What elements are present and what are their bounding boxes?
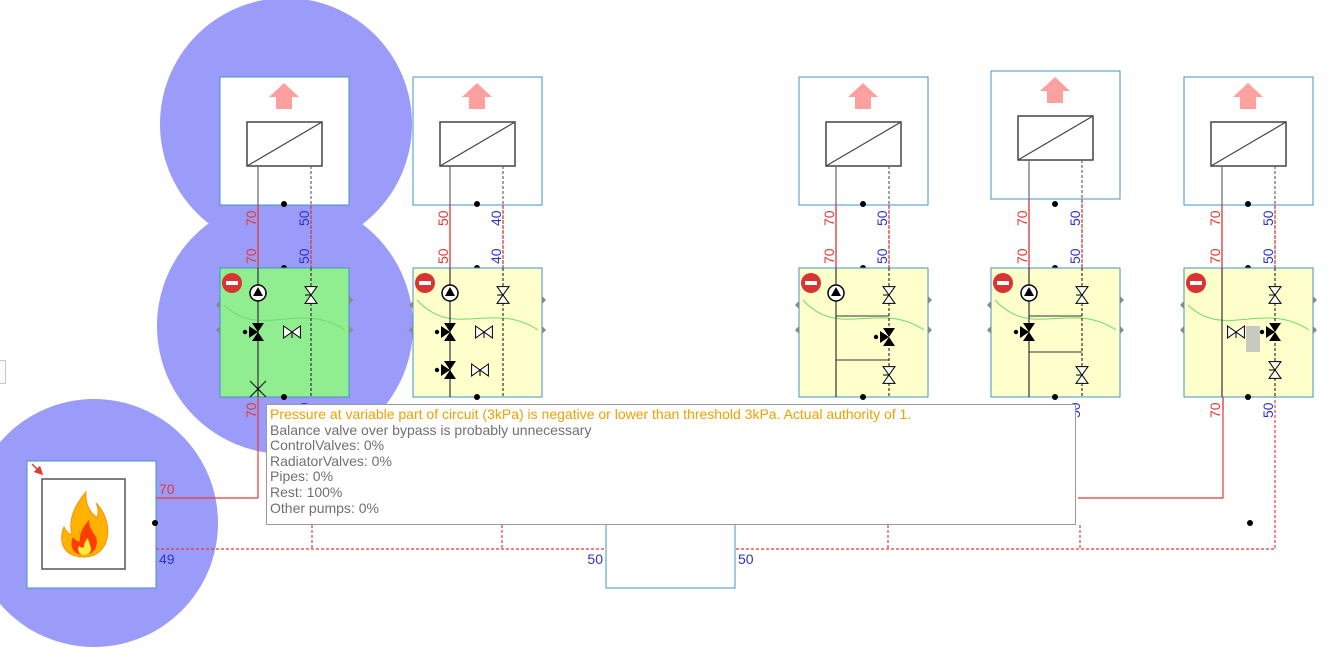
radiator-unit[interactable] [412, 76, 543, 206]
resize-arrow-icon [31, 463, 44, 476]
bottom-box-right-temp: 50 [738, 551, 754, 567]
valve-icon [1268, 361, 1282, 379]
valve-icon [1227, 325, 1245, 339]
return-temp-label: 50 [874, 210, 890, 226]
return-temp-label: 50 [296, 210, 312, 226]
supply-temp-label: 70 [243, 210, 259, 226]
return-temp-label: 50 [1260, 248, 1276, 264]
supply-temp-label: 70 [821, 248, 837, 264]
mixing-module[interactable] [798, 267, 929, 398]
supply-temp-label: 70 [1207, 402, 1223, 418]
junction-node [1247, 520, 1253, 526]
supply-temp-label: 70 [243, 248, 259, 264]
return-temp-label: 50 [1260, 402, 1276, 418]
valve-icon [1268, 286, 1282, 304]
supply-temp-label: 70 [1014, 210, 1030, 226]
valve-icon [304, 286, 318, 304]
pump-icon [441, 284, 459, 302]
radiator-unit[interactable] [990, 70, 1121, 200]
tooltip-line: RadiatorValves: 0% [270, 452, 392, 469]
valve-icon [1075, 366, 1089, 384]
valve-icon [471, 363, 489, 377]
tooltip-line: Other pumps: 0% [270, 499, 379, 516]
return-temp-label: 40 [488, 210, 504, 226]
pump-icon [249, 284, 267, 302]
mixing-module[interactable] [412, 267, 543, 398]
valve-icon [496, 286, 510, 304]
bottom-box-left-temp: 50 [587, 551, 603, 567]
mixing-module[interactable] [1183, 267, 1314, 398]
boiler-supply-temp: 70 [159, 481, 175, 497]
boiler-unit[interactable] [26, 460, 158, 589]
three-way-valve-icon [1013, 323, 1035, 341]
supply-temp-label: 70 [1014, 248, 1030, 264]
heating-circuit-3: 70 50 70 50 [795, 76, 932, 400]
heat-output-arrow-icon [848, 83, 878, 109]
boiler-return-temp: 49 [159, 551, 175, 567]
return-temp-label: 50 [1067, 210, 1083, 226]
heating-circuit-5: 70 50 70 50 70 50 [1180, 76, 1317, 418]
three-way-valve-icon [1259, 323, 1281, 341]
valve-icon [475, 325, 493, 339]
radiator-unit[interactable] [1183, 76, 1314, 206]
return-temp-label: 50 [874, 248, 890, 264]
tooltip-line: Pipes: 0% [270, 468, 334, 485]
bottom-distribution-box[interactable] [605, 517, 736, 589]
heat-output-arrow-icon [1233, 83, 1263, 109]
pump-icon [1020, 284, 1038, 302]
heating-circuit-4: 7050705050 [987, 70, 1124, 418]
tooltip-line: Balance valve over bypass is probably un… [270, 421, 592, 438]
supply-temp-label: 70 [821, 210, 837, 226]
tooltip-line: Rest: 100% [270, 483, 343, 500]
three-way-valve-icon [434, 323, 456, 341]
return-temp-label: 50 [1260, 210, 1276, 226]
radiator-unit[interactable] [219, 76, 350, 206]
supply-temp-label: 70 [1207, 248, 1223, 264]
sidebar-toggle-handle[interactable] [0, 360, 6, 384]
valve-icon [882, 366, 896, 384]
heat-output-arrow-icon [1040, 77, 1070, 103]
tooltip-line: ControlValves: 0% [270, 437, 385, 454]
valve-icon [1075, 286, 1089, 304]
units-layer: 7050705070505040504070507050705070505070… [216, 70, 1317, 498]
supply-temp-label: 70 [243, 402, 259, 418]
selected-node-x-icon [249, 380, 267, 398]
heat-output-arrow-icon [269, 83, 299, 109]
tooltip-warning-line: Pressure at variable part of circuit (3k… [270, 406, 912, 422]
flame-icon [61, 490, 109, 558]
return-temp-label: 50 [296, 248, 312, 264]
mixing-module[interactable] [219, 267, 350, 398]
mixing-module[interactable] [990, 267, 1121, 398]
three-way-valve-icon [873, 328, 895, 346]
return-temp-label: 40 [488, 248, 504, 264]
return-temp-label: 50 [1067, 248, 1083, 264]
three-way-valve-icon [242, 323, 264, 341]
heat-output-arrow-icon [462, 83, 492, 109]
supply-temp-label: 50 [435, 248, 451, 264]
supply-main-line [156, 397, 1224, 499]
radiator-unit[interactable] [798, 76, 929, 206]
supply-temp-label: 50 [435, 210, 451, 226]
supply-temp-label: 70 [1207, 210, 1223, 226]
three-way-valve-icon [434, 361, 456, 379]
valve-icon [882, 286, 896, 304]
heating-circuit-2: 50 40 50 40 [409, 76, 546, 400]
valve-icon [283, 325, 301, 339]
pump-icon [827, 284, 845, 302]
pressure-warning-tooltip: Pressure at variable part of circuit (3k… [266, 404, 1076, 525]
